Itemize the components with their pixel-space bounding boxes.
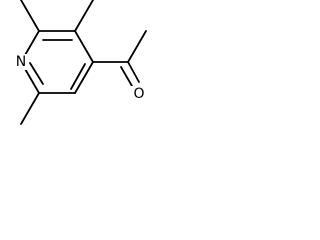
bond-c6-n-inner: [29, 62, 44, 85]
oxygen-label-bg: [131, 86, 147, 102]
bond-c3-c4: [74, 30, 94, 63]
bond-carbonyl-oxygen-second: [120, 66, 133, 87]
bond-c6-methyl: [20, 92, 40, 125]
bond-c3-methyl: [74, 0, 94, 32]
oxygen-atom-label: O: [133, 86, 144, 102]
bond-carbonyl-methyl: [127, 30, 147, 63]
bond-c4-c5: [74, 61, 94, 94]
nitrogen-atom-label: N: [16, 54, 26, 70]
structure-svg: N O: [13, 0, 147, 125]
molecule-canvas: N O: [0, 0, 184, 168]
bond-c2-methyl: [20, 0, 40, 32]
nitrogen-label-bg: [13, 54, 29, 70]
bond-carbonyl-oxygen: [127, 61, 140, 83]
bond-c4-c5-inner: [70, 63, 86, 90]
